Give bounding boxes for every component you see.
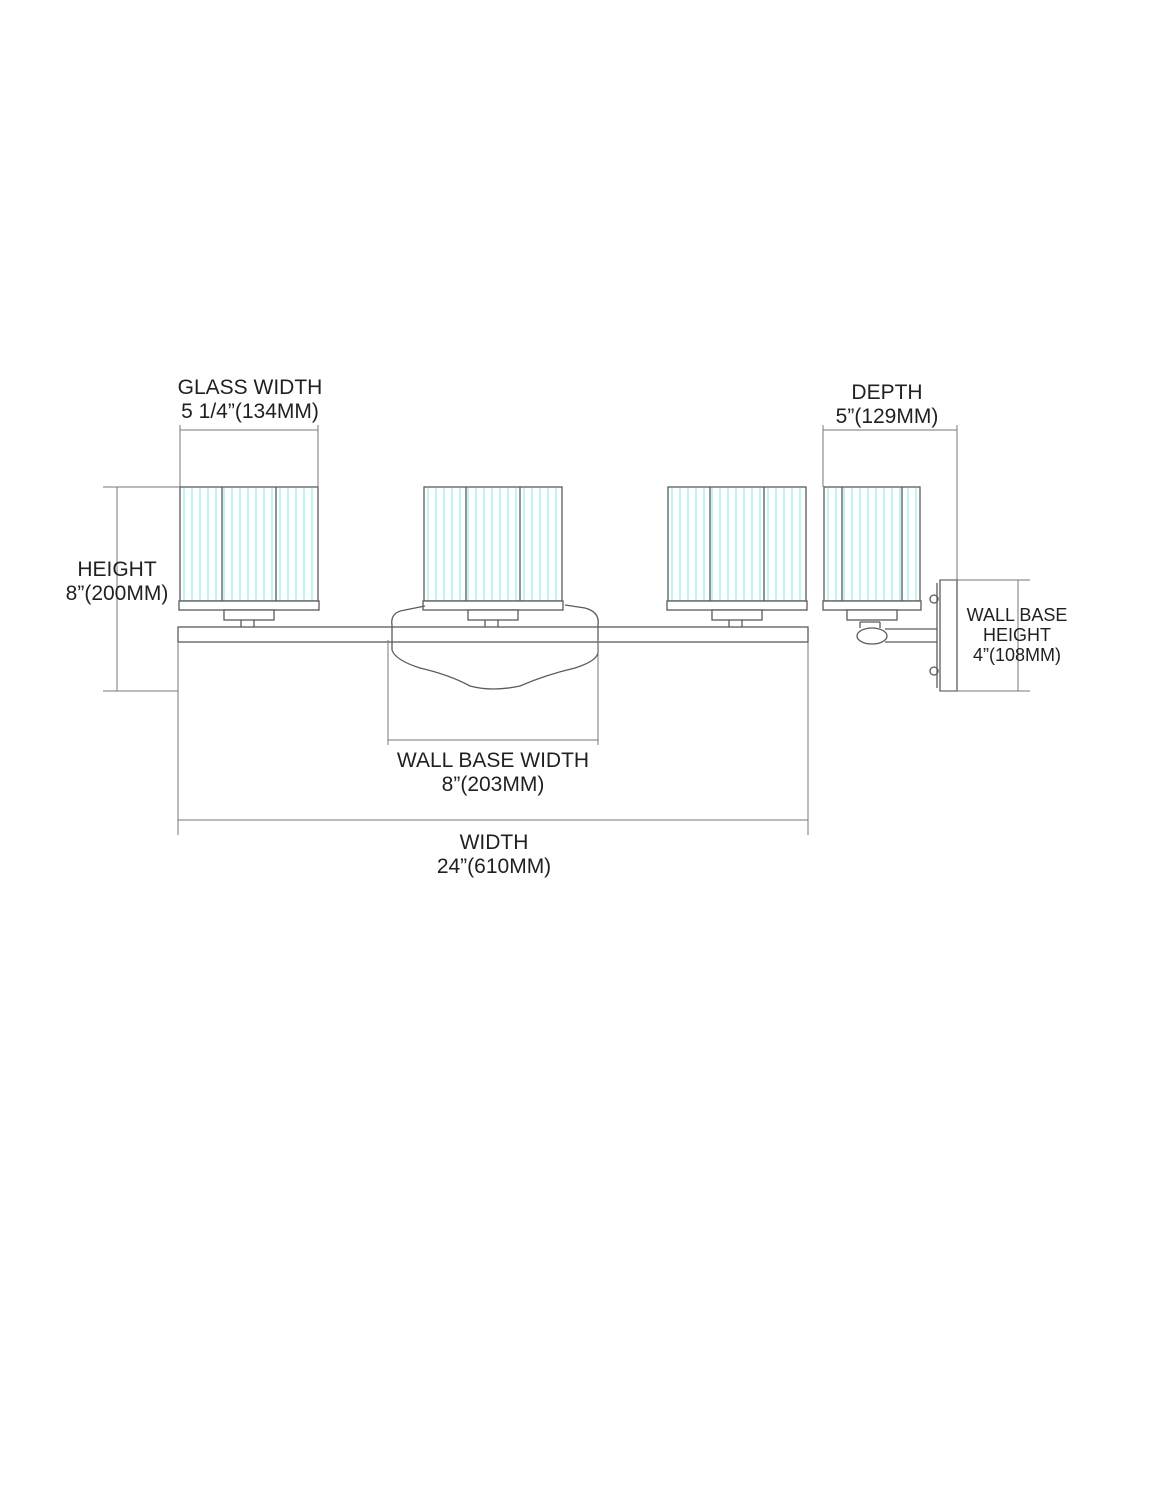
depth-label: DEPTH 5”(129MM) bbox=[836, 381, 939, 429]
glass-shade bbox=[179, 486, 319, 602]
wall-base-width-label: WALL BASE WIDTH 8”(203MM) bbox=[397, 749, 589, 797]
height-title: HEIGHT bbox=[77, 558, 157, 581]
wall-base-width-title: WALL BASE WIDTH bbox=[396, 749, 590, 772]
width-title: WIDTH bbox=[459, 831, 529, 854]
fixture-bar bbox=[177, 626, 809, 643]
shade-bottom-band bbox=[178, 600, 320, 611]
side-wall-plate bbox=[939, 579, 958, 692]
height-label: HEIGHT 8”(200MM) bbox=[66, 558, 169, 606]
socket-cup bbox=[711, 609, 763, 621]
shade-bottom-band bbox=[666, 600, 808, 611]
depth-value: 5”(129MM) bbox=[835, 405, 939, 428]
side-knob bbox=[856, 627, 888, 645]
glass-shade bbox=[823, 486, 921, 602]
wall-base-width-value: 8”(203MM) bbox=[441, 773, 545, 796]
glass-width-value: 5 1/4”(134MM) bbox=[181, 400, 319, 423]
socket-cup bbox=[467, 609, 519, 621]
socket-cup bbox=[223, 609, 275, 621]
width-label: WIDTH 24”(610MM) bbox=[437, 831, 551, 879]
depth-title: DEPTH bbox=[851, 381, 923, 404]
glass-shade bbox=[423, 486, 563, 602]
glass-shade bbox=[667, 486, 807, 602]
width-value: 24”(610MM) bbox=[436, 855, 552, 878]
wall-base-height-title-1: WALL BASE bbox=[966, 605, 1068, 625]
height-value: 8”(200MM) bbox=[65, 582, 169, 605]
glass-shades bbox=[178, 486, 922, 627]
glass-width-title: GLASS WIDTH bbox=[177, 376, 323, 399]
wall-base-height-label: WALL BASE HEIGHT 4”(108MM) bbox=[967, 605, 1068, 665]
glass-width-label: GLASS WIDTH 5 1/4”(134MM) bbox=[178, 376, 323, 424]
wall-base-height-title-2: HEIGHT bbox=[982, 625, 1051, 645]
shade-bottom-band bbox=[822, 600, 922, 611]
shade-bottom-band bbox=[422, 600, 564, 611]
socket-cup bbox=[846, 609, 898, 621]
wall-base-height-value: 4”(108MM) bbox=[972, 645, 1061, 665]
